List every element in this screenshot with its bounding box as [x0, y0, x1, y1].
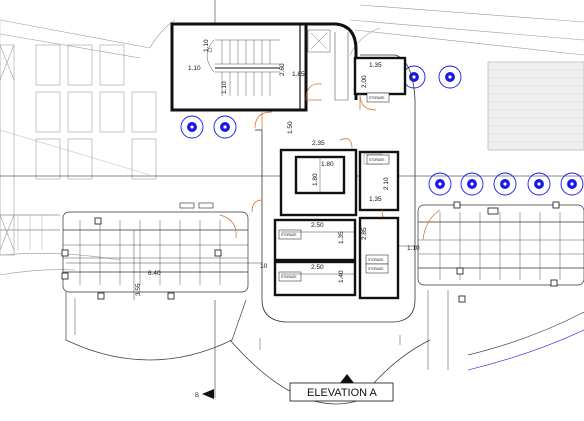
- tag-storage-2: STORAGE: [366, 154, 390, 165]
- dim-shaft-h: 1.80: [312, 173, 319, 186]
- dim-lobby-w: 2.35: [312, 140, 325, 147]
- tag-4-text: STORAGE: [368, 258, 384, 262]
- dim-shaft-w: 1.80: [321, 161, 334, 168]
- tree-left-2: [213, 115, 237, 139]
- gravel-area: [487, 61, 584, 151]
- core-building: [170, 22, 431, 405]
- section-marker: B: [195, 389, 214, 399]
- tree-symbols: [180, 65, 584, 196]
- dim-room-mr-w: 1.35: [369, 196, 382, 203]
- dim-stair-len: 2.60: [279, 63, 286, 76]
- dim-room-mr-h: 2.10: [383, 177, 390, 190]
- dim-room-tr-h: 2.00: [361, 75, 368, 88]
- tag-6-text: STORAGE: [368, 267, 384, 271]
- dim-store-b-w: 2.50: [311, 264, 324, 271]
- dim-store-a-h: 1.35: [338, 231, 345, 244]
- tag-storage-6: STORAGE: [365, 263, 389, 274]
- dim-corr-vert: 1.50: [287, 121, 294, 134]
- tag-1-text: STORAGE: [369, 96, 385, 100]
- dim-stair-w: 1.10: [188, 65, 201, 72]
- section-letter: B: [195, 393, 199, 399]
- tag-3-text: STORAGE: [281, 233, 297, 237]
- dim-lift-lobby: 1.85: [292, 71, 305, 78]
- dim-stair-up: 1.10: [203, 39, 210, 52]
- dim-left-row: 6.40: [148, 270, 161, 277]
- site-context: [0, 4, 584, 276]
- dim-store-a-w: 2.50: [311, 222, 324, 229]
- dim-store-b-h: 1.40: [338, 270, 345, 283]
- dim-left-gap: 10: [260, 263, 268, 270]
- tree-left-1: [180, 115, 204, 139]
- pergola-right: [417, 201, 584, 371]
- dim-left-col: 3.55: [135, 283, 142, 296]
- room-tags: STORAGE STORAGE STORAGE STORAGE STORAGE …: [278, 92, 390, 282]
- dim-room-tr-w: 1.35: [369, 62, 382, 69]
- tag-storage-5: STORAGE: [278, 271, 302, 282]
- tag-storage-4: STORAGE: [365, 254, 389, 265]
- dim-wc-h: 2.85: [361, 227, 368, 240]
- dim-stair-mid: 1.10: [221, 81, 228, 94]
- pergola-left: [0, 202, 249, 361]
- tag-storage-1: STORAGE: [366, 92, 390, 103]
- dimension-labels: 1.10 1.10 2.60 1.10 1.85 1.50 1.35 2.00 …: [135, 39, 420, 296]
- dimension-lines: [66, 149, 418, 300]
- elevation-label: ELEVATION A: [307, 387, 378, 399]
- tag-2-text: STORAGE: [369, 158, 385, 162]
- tag-5-text: STORAGE: [281, 275, 297, 279]
- tag-storage-3: STORAGE: [278, 229, 302, 240]
- dim-right-gap: 1.10: [407, 245, 420, 252]
- elevation-caption: ELEVATION A: [289, 374, 394, 402]
- parking-bays-left: [0, 44, 157, 256]
